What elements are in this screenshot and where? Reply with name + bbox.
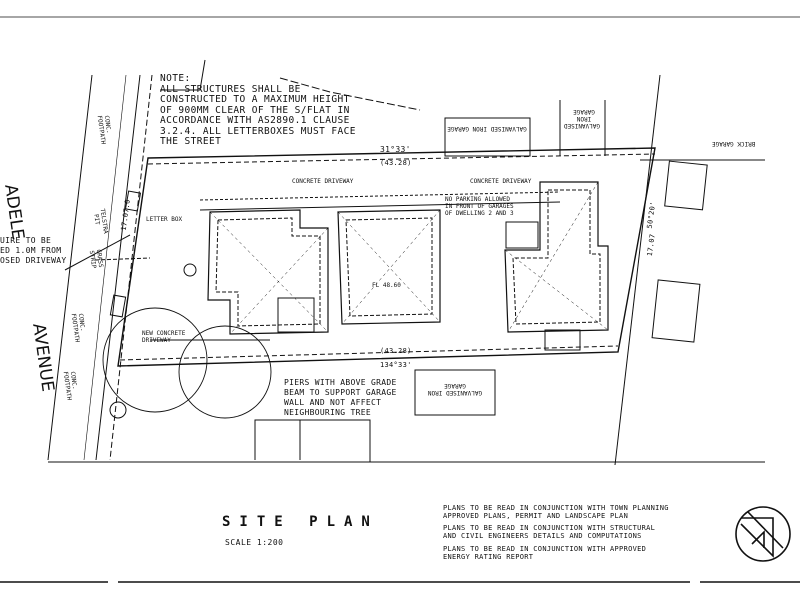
label-concrete-driveway-a: CONCRETE DRIVEWAY: [292, 178, 354, 185]
dim-bottom-boundary: (43.28): [380, 347, 412, 355]
construction-note-line-5: ACCORDANCE WITH AS2890.1 CLAUSE: [160, 115, 350, 126]
construction-note-line-2: ALL STRUCTURES SHALL BE: [160, 83, 301, 95]
construction-note-line-7: THE STREET: [160, 136, 222, 147]
north-point-icon: [735, 506, 791, 562]
shed-right: [664, 160, 708, 211]
planning-note-3-line-1: PLANS TO BE READ IN CONJUNCTION WITH APP…: [443, 545, 647, 553]
pier-note-line-1: PIERS WITH ABOVE GRADE: [284, 378, 397, 387]
left-note-line-1: UIRE TO BE: [0, 236, 52, 245]
garage-bottom: [414, 369, 496, 416]
planning-note-3: PLANS TO BE READ IN CONJUNCTION WITH APP…: [443, 545, 683, 561]
dim-top-boundary: 31°33': [380, 145, 411, 154]
left-note: UIRE TO BE ED 1.0M FROM OSED DRIVEWAY: [0, 236, 67, 266]
pier-note-line-4: NEIGHBOURING TREE: [284, 408, 371, 417]
dim-bottom-sub: 134°33': [380, 361, 412, 369]
neighbour-boundary-top: [279, 77, 421, 111]
planning-note-2-line-1: PLANS TO BE READ IN CONJUNCTION WITH STR…: [443, 524, 656, 532]
planning-note-2: PLANS TO BE READ IN CONJUNCTION WITH STR…: [443, 524, 683, 540]
road-edge-3: [109, 74, 153, 461]
tree-canopy-2: [178, 325, 272, 419]
planning-note-2-line-2: AND CIVIL ENGINEERS DETAILS AND COMPUTAT…: [443, 532, 642, 540]
left-note-line-3: OSED DRIVEWAY: [0, 256, 67, 265]
garage-right: [651, 279, 701, 343]
label-new-crossover: NEW CONCRETE DRIVEWAY: [142, 330, 186, 344]
label-letter-box: LETTER BOX: [146, 216, 183, 223]
label-conc-footpath-a: CONC. FOOTPATH: [95, 115, 113, 145]
garage-top: [444, 117, 531, 157]
road-edge-2: [95, 74, 141, 461]
planning-note-1: PLANS TO BE READ IN CONJUNCTION WITH TOW…: [443, 504, 683, 520]
tree-canopy-1: [102, 307, 208, 413]
pier-note-line-3: WALL AND NOT AFFECT: [284, 398, 382, 407]
label-galvanised-right: GALVANISED IRON GARAGE: [563, 108, 600, 129]
planning-note-1-line-2: APPROVED PLANS, PERMIT AND LANDSCAPE PLA…: [443, 512, 629, 520]
kerb-line: [83, 74, 127, 461]
label-conc-footpath-c: CONC. FOOTPATH: [61, 371, 79, 401]
planning-note-3-line-2: ENERGY RATING REPORT: [443, 553, 534, 561]
neighbour-right-boundary: [614, 74, 661, 466]
construction-note: NOTE: ALL STRUCTURES SHALL BE CONSTRUCTE…: [160, 73, 365, 148]
pier-note: PIERS WITH ABOVE GRADE BEAM TO SUPPORT G…: [284, 378, 402, 418]
label-concrete-driveway-b: CONCRETE DRIVEWAY: [470, 178, 532, 185]
construction-note-line-6: 3.2.4. ALL LETTERBOXES MUST FACE: [160, 125, 356, 137]
pier-note-line-2: BEAM TO SUPPORT GARAGE: [284, 388, 397, 397]
sheet-title: SITE PLAN: [222, 514, 379, 530]
dwelling-1: [207, 209, 329, 335]
planning-note-1-line-1: PLANS TO BE READ IN CONJUNCTION WITH TOW…: [443, 504, 669, 512]
site-boundary: [117, 147, 656, 367]
dwelling-3: [504, 181, 609, 333]
label-brick-garage: BRICK GARAGE: [712, 140, 756, 147]
dwelling-2: [337, 209, 441, 325]
label-tel-pit: TELSTRA PIT: [92, 208, 110, 235]
label-fl: FL 48.60: [372, 282, 401, 289]
label-galvanised-top: GALVANISED IRON GARAGE: [447, 125, 527, 132]
dim-top-sub: (43.28): [380, 159, 412, 167]
label-no-parking: NO PARKING ALLOWED IN FRONT OF GARAGES O…: [445, 196, 514, 217]
label-grass-strip: GRASS STRIP: [87, 249, 105, 269]
label-conc-footpath-b: CONC. FOOTPATH: [69, 313, 87, 343]
label-galvanised-bottom: GALVANISED IRON GARAGE: [427, 382, 483, 396]
sheet-scale: SCALE 1:200: [225, 538, 284, 547]
construction-note-line-4: OF 900mm CLEAR OF THE S/FLAT IN: [160, 104, 350, 116]
left-note-line-2: ED 1.0M FROM: [0, 246, 62, 255]
neighbour-lot-top-left: [160, 59, 206, 91]
construction-note-line-3: CONSTRUCTED TO A MAXIMUM HEIGHT: [160, 94, 350, 105]
construction-note-line-1: NOTE:: [160, 73, 191, 84]
